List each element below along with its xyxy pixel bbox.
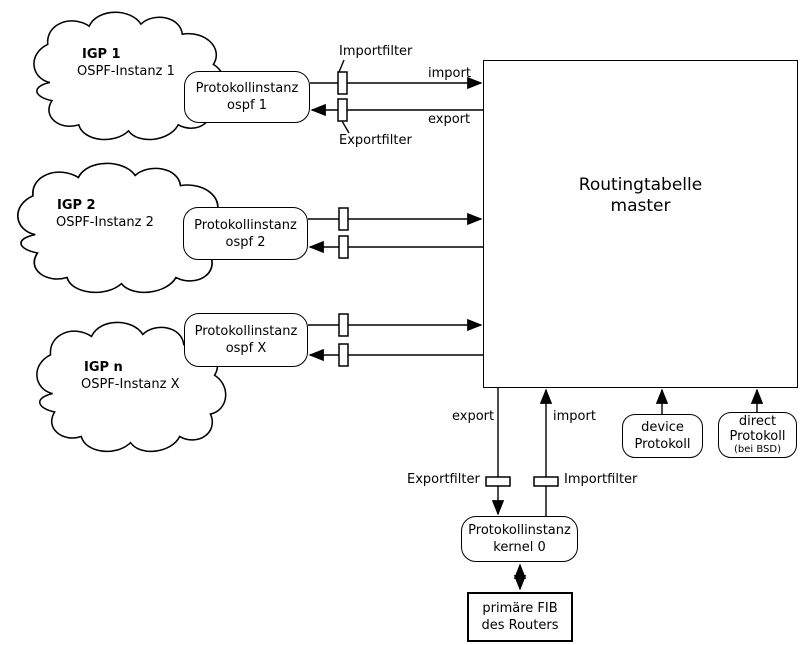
device-protocol-box: device Protokoll xyxy=(622,414,703,458)
bottom-import-label: import xyxy=(553,409,596,424)
cloud-1-subtitle: OSPF-Instanz 1 xyxy=(77,64,175,79)
importfilter-callout-line xyxy=(338,59,345,73)
row3-export-filter-box xyxy=(338,343,349,367)
cloud-3-subtitle: OSPF-Instanz X xyxy=(81,377,180,392)
protocol-box-ospf-x: Protokollinstanz ospf X xyxy=(184,313,308,367)
row2-export-filter-box xyxy=(338,235,349,259)
exportfilter-callout-line xyxy=(341,120,350,134)
master-table-line2: master xyxy=(610,196,671,216)
device-box-line2: Protokoll xyxy=(634,437,691,452)
bottom-export-label: export xyxy=(452,409,495,424)
direct-box-line1: direct xyxy=(738,414,777,429)
device-box-line1: device xyxy=(641,420,684,435)
cloud-2-title: IGP 2 xyxy=(57,198,96,213)
row1-importfilter-label: Importfilter xyxy=(339,44,413,59)
row1-export-label: export xyxy=(428,112,471,127)
fib-box-line1: primäre FIB xyxy=(482,601,558,616)
row1-import-filter-box xyxy=(337,71,348,95)
protocol-box-ospf-x-line2: ospf X xyxy=(225,341,267,356)
protocol-box-ospf-x-line1: Protokollinstanz xyxy=(194,324,298,339)
direct-box-line3: (bei BSD) xyxy=(734,444,781,455)
protocol-box-kernel-0: Protokollinstanz kernel 0 xyxy=(461,516,578,562)
protocol-box-ospf-1-line1: Protokollinstanz xyxy=(195,81,299,96)
fib-box-line2: des Routers xyxy=(481,618,559,633)
protocol-box-ospf-2-line2: ospf 2 xyxy=(225,234,266,250)
cloud-2-subtitle: OSPF-Instanz 2 xyxy=(56,215,154,230)
master-table-line1: Routingtabelle xyxy=(578,175,703,195)
row3-import-filter-box xyxy=(338,313,349,337)
bottom-exportfilter-label: Exportfilter xyxy=(407,472,480,487)
master-routing-table: Routingtabelle master xyxy=(483,60,798,388)
cloud-3-title: IGP n xyxy=(84,360,123,375)
direct-box-line2: Protokoll xyxy=(729,429,786,444)
direct-protocol-box: direct Protokoll (bei BSD) xyxy=(718,412,797,458)
row1-exportfilter-label: Exportfilter xyxy=(339,133,412,148)
bottom-importfilter-label: Importfilter xyxy=(564,472,638,487)
cloud-igp-n xyxy=(36,321,227,453)
kernel-box-line1: Protokollinstanz xyxy=(468,523,571,538)
kernel-import-filter-box xyxy=(533,476,559,487)
primary-fib-box: primäre FIB des Routers xyxy=(467,592,573,642)
master-routing-table-label: Routingtabelle master xyxy=(484,175,797,217)
kernel-export-filter-box xyxy=(485,476,511,487)
protocol-box-ospf-1: Protokollinstanz ospf 1 xyxy=(184,71,310,123)
kernel-box-line2: kernel 0 xyxy=(493,540,546,555)
protocol-box-ospf-1-line2: ospf 1 xyxy=(227,98,267,113)
row2-import-filter-box xyxy=(338,207,349,231)
protocol-box-ospf-2: Protokollinstanz ospf 2 xyxy=(183,207,308,260)
row1-export-filter-box xyxy=(337,98,348,122)
protocol-box-ospf-2-line1: Protokollinstanz xyxy=(194,217,297,233)
row1-import-label: import xyxy=(428,66,471,81)
cloud-1-title: IGP 1 xyxy=(82,47,121,62)
